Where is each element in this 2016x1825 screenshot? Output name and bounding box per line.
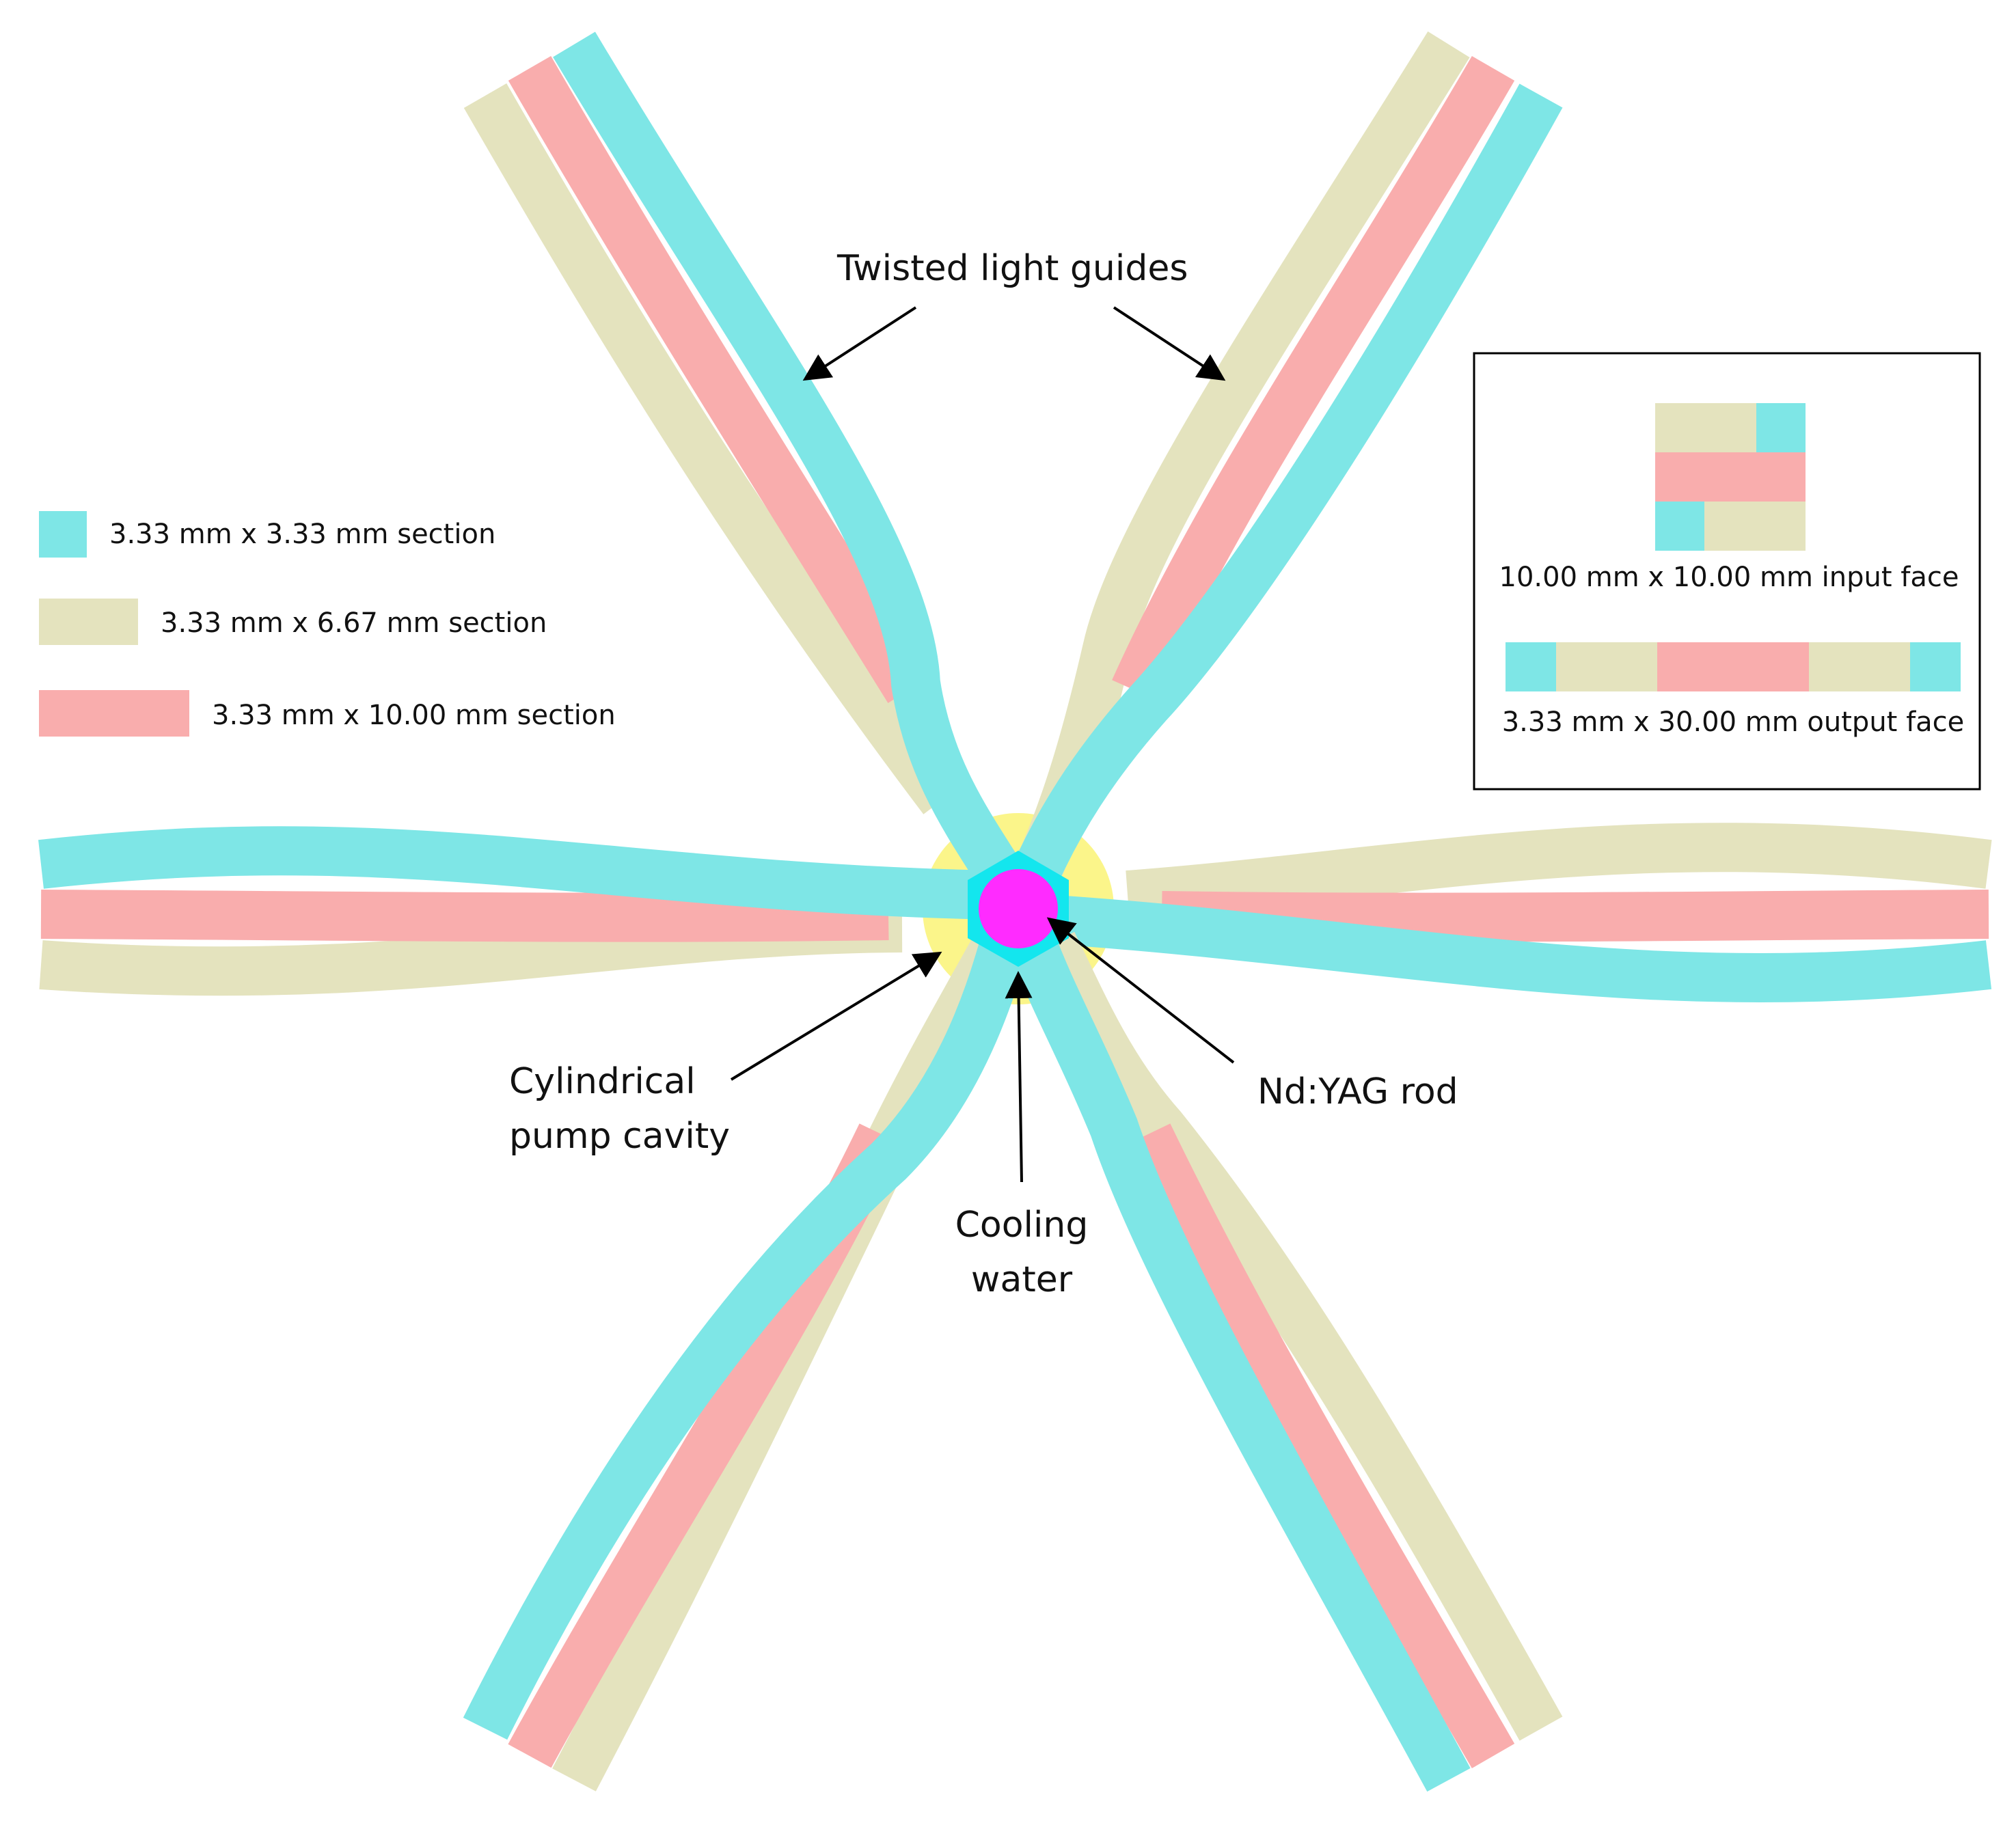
output-face-diagram (1506, 642, 1961, 691)
light-guide-lower-left (463, 931, 1029, 1792)
arrow-light-guides-left (802, 306, 917, 381)
input-face-top-mid (1655, 403, 1756, 452)
arrow-pump-cavity (730, 951, 942, 1081)
label-twisted-light-guides: Twisted light guides (836, 248, 1188, 289)
guide-lr-long (1126, 1123, 1515, 1769)
guide-left-square (38, 826, 998, 920)
inset-faces-box: 10.00 mm x 10.00 mm input face 3.33 mm x… (1473, 352, 1981, 791)
label-nd-yag-rod: Nd:YAG rod (1257, 1071, 1458, 1112)
arrow-cooling-water (1005, 971, 1033, 1183)
arrow-light-guides-right (1113, 306, 1226, 381)
nd-yag-rod-shape (979, 869, 1058, 948)
light-guide-arms (38, 31, 1992, 1792)
legend-label-mid: 3.33 mm x 6.67 mm section (161, 607, 547, 639)
legend: 3.33 mm x 3.33 mm section 3.33 mm x 6.67… (39, 511, 616, 737)
input-face-top-square (1756, 403, 1806, 452)
output-face-square-right (1910, 642, 1961, 691)
output-face-long (1657, 642, 1809, 691)
guide-ul-square (553, 31, 1026, 895)
input-face-diagram (1655, 403, 1806, 551)
output-face-square-left (1506, 642, 1556, 691)
legend-swatch-long (39, 690, 189, 737)
input-face-middle-long (1655, 452, 1806, 502)
label-cooling-water-line1: Cooling (955, 1205, 1089, 1246)
label-pump-cavity-line1: Cylindrical (509, 1061, 696, 1102)
legend-swatch-square (39, 511, 87, 558)
output-face-mid-right (1809, 642, 1910, 691)
guide-ur-square (1009, 83, 1563, 892)
guide-right-mid (1126, 823, 1992, 920)
light-guide-left (38, 826, 998, 996)
guide-left-long (40, 890, 889, 942)
guide-right-square (1044, 894, 1992, 1003)
guide-ur-long (1112, 55, 1515, 700)
output-face-label: 3.33 mm x 30.00 mm output face (1502, 706, 1965, 738)
output-face-mid-left (1556, 642, 1657, 691)
light-guide-upper-left (463, 31, 1026, 895)
arrow-nd-yag-rod (1046, 917, 1235, 1064)
light-guide-lower-right (1009, 931, 1563, 1792)
light-guide-upper-right (1009, 31, 1563, 892)
input-face-bottom-square (1655, 502, 1704, 551)
input-face-bottom-mid (1704, 502, 1806, 551)
label-pump-cavity-line2: pump cavity (509, 1116, 730, 1157)
guide-ll-square (463, 936, 1029, 1740)
legend-label-square: 3.33 mm x 3.33 mm section (109, 519, 495, 550)
guide-lr-mid (1030, 931, 1563, 1741)
legend-swatch-mid (39, 599, 138, 645)
label-cooling-water-line2: water (971, 1259, 1073, 1300)
callout-arrows (730, 306, 1235, 1183)
legend-label-long: 3.33 mm x 10.00 mm section (212, 700, 616, 731)
guide-ul-mid (463, 83, 963, 814)
input-face-label: 10.00 mm x 10.00 mm input face (1499, 562, 1959, 593)
light-guide-right (1044, 823, 1992, 1003)
guide-ul-long (508, 55, 930, 703)
guide-lr-square (1009, 934, 1471, 1792)
